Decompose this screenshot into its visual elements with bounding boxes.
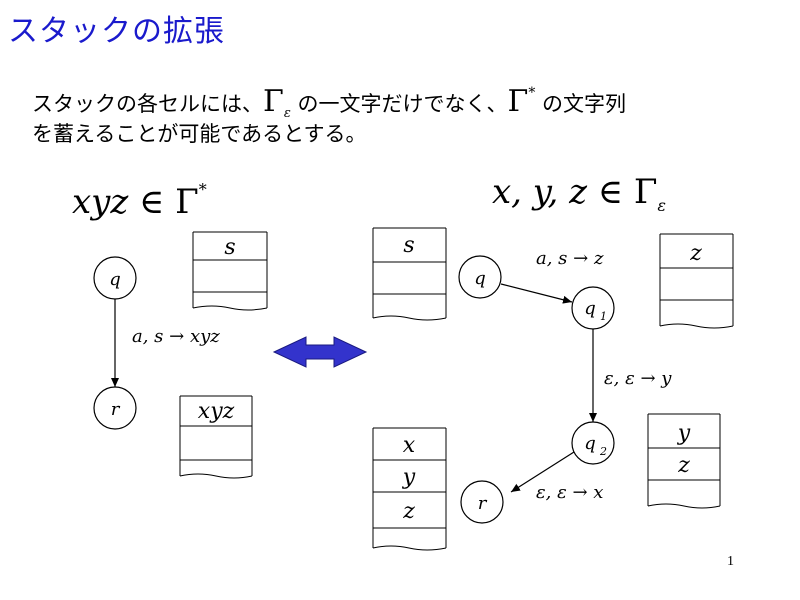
- gamma-symbol-2: Γ: [507, 84, 529, 119]
- left-gamma: Γ: [175, 182, 199, 222]
- state-q-label: q: [109, 269, 121, 290]
- left-transition-label: a, s → xyz: [132, 326, 220, 347]
- left-state-r: r: [93, 386, 137, 430]
- slide-title: スタックの拡張: [8, 14, 225, 49]
- right-mid-stack: y z: [647, 413, 721, 509]
- right-state-r: r: [460, 480, 504, 524]
- left-bottom-stack: xyz: [179, 395, 253, 479]
- mid-bottom-stack: x y z: [372, 427, 447, 551]
- mid-top-stack-cell: s: [403, 233, 414, 258]
- mid-bottom-stack-cell-z: z: [402, 499, 415, 524]
- transition-q2-r-arrow: [510, 451, 575, 493]
- gamma-symbol: Γ: [263, 84, 284, 119]
- star-superscript: *: [528, 85, 536, 101]
- right-mid-stack-cell-y: y: [677, 421, 691, 446]
- desc-text-c: の文字列: [535, 92, 627, 116]
- equivalence-double-arrow: [272, 336, 368, 368]
- transition-q2-r-label: ε, ε → x: [536, 482, 603, 503]
- left-elem-of: ∈: [139, 182, 165, 222]
- left-top-stack: s: [192, 231, 268, 311]
- right-mid-stack-cell-z: z: [677, 453, 690, 478]
- right-cond-vars: x, y, z: [492, 172, 588, 212]
- right-top-stack-cell: z: [689, 241, 702, 266]
- epsilon-subscript: ε: [283, 106, 291, 121]
- state-q2-subscript: 2: [599, 445, 607, 458]
- right-epsilon-sub: ε: [657, 196, 666, 215]
- left-condition: xyz ∈ Γ*: [72, 180, 207, 222]
- state-q2-label: q: [584, 433, 596, 454]
- transition-q-q1-label: a, s → z: [536, 248, 604, 269]
- left-top-stack-cell: s: [224, 235, 235, 260]
- right-state-r-label: r: [478, 493, 488, 514]
- left-cond-var: xyz: [72, 182, 129, 222]
- transition-q-q1-arrow: [500, 283, 573, 304]
- right-state-q-label: q: [474, 268, 486, 289]
- right-condition: x, y, z ∈ Γε: [492, 172, 666, 215]
- description-line-1: スタックの各セルには、Γε の一文字だけでなく、Γ* の文字列: [32, 84, 627, 121]
- right-state-q1: q 1: [571, 286, 615, 330]
- right-gamma: Γ: [633, 172, 658, 212]
- transition-q1-q2-label: ε, ε → y: [604, 368, 672, 389]
- right-state-q: q: [458, 255, 502, 299]
- state-q1-label: q: [584, 298, 596, 319]
- left-state-q: q: [93, 256, 137, 300]
- mid-bottom-stack-cell-x: x: [403, 433, 416, 458]
- description-line-2: を蓄えることが可能であるとする。: [32, 122, 367, 146]
- left-star: *: [198, 180, 207, 199]
- right-state-q2: q 2: [571, 421, 615, 465]
- state-q1-subscript: 1: [600, 310, 607, 323]
- mid-bottom-stack-cell-y: y: [402, 465, 416, 490]
- right-top-stack: z: [659, 233, 734, 329]
- page-number: 1: [727, 554, 734, 569]
- desc-text-a: スタックの各セルには、: [32, 92, 263, 116]
- state-r-label: r: [111, 399, 121, 420]
- desc-text-b: の一文字だけでなく、: [290, 92, 508, 116]
- right-elem-of: ∈: [597, 172, 623, 212]
- left-bottom-stack-cell: xyz: [198, 399, 235, 424]
- mid-top-stack: s: [372, 227, 447, 321]
